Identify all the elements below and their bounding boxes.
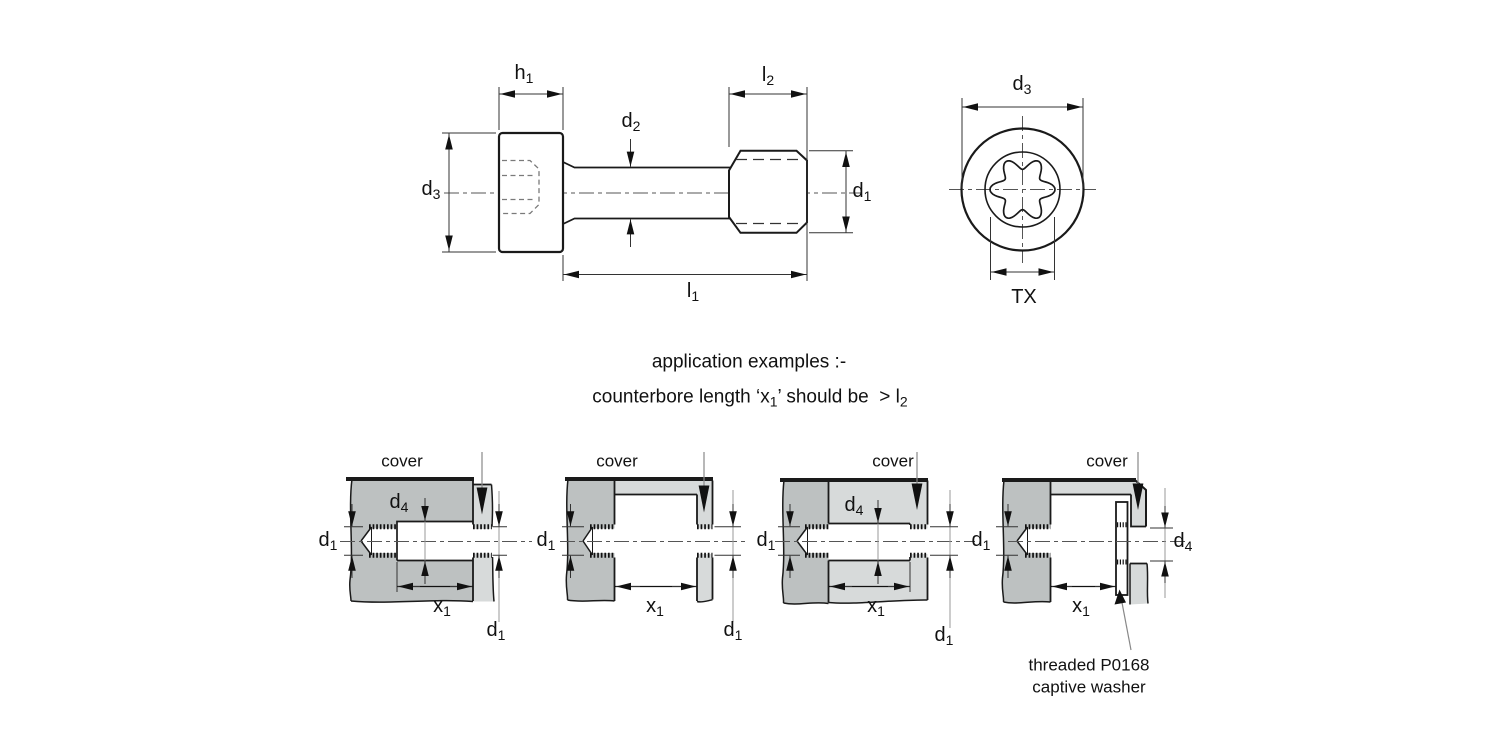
tapped-hole (590, 528, 615, 553)
example1-dimensions (344, 452, 507, 622)
tapped-hole (1025, 528, 1051, 553)
captive-washer (1115, 501, 1129, 596)
screw-side-view (442, 87, 862, 281)
application-examples-heading: application examples :- (651, 351, 847, 373)
ex4-d4-right-label: d4 (1173, 530, 1193, 554)
application-example-2 (560, 452, 747, 622)
cover-plate (614, 480, 713, 495)
cover-leg-lower (1130, 563, 1148, 605)
application-example-4 (996, 452, 1188, 651)
thread-serrations (1025, 524, 1051, 558)
application-example-1 (340, 452, 532, 622)
screw-head (497, 131, 565, 254)
h1-dimension-label: h1 (514, 62, 534, 86)
torx-socket-outline (989, 159, 1056, 220)
head-outline-circle (960, 127, 1085, 252)
ex1-d1-left-label: d1 (318, 529, 338, 553)
ex1-d4-label: d4 (389, 491, 409, 515)
tx-socket-label: TX (1011, 286, 1037, 308)
side-dimensions (442, 87, 853, 281)
hidden-socket-lines (502, 159, 540, 215)
cover-plate (1050, 480, 1146, 527)
cover-leader-arrow (698, 485, 710, 513)
washer-caption-line2: captive washer (1032, 677, 1146, 697)
ex2-cover-label: cover (596, 451, 638, 471)
d1-dimension-label: d1 (852, 180, 872, 204)
example2-outlines (565, 477, 714, 603)
ex2-d1-left-label: d1 (536, 529, 556, 553)
screw-shank (562, 161, 731, 225)
tapped-hole (805, 528, 829, 553)
thread-root-lines (736, 158, 800, 225)
thread-serrations (590, 524, 713, 558)
washer-leader-arrow (1114, 589, 1126, 605)
l1-dimension-label: l1 (686, 280, 700, 304)
example3-outlines (780, 478, 929, 605)
thread-serrations (805, 524, 928, 558)
ex1-cover-label: cover (381, 451, 423, 471)
cover-leader-arrow (1132, 483, 1144, 510)
application-example-3 (775, 452, 975, 628)
end-view-d3-label: d3 (1012, 73, 1032, 97)
drill-cone (361, 526, 372, 556)
end-view-dimensions (961, 98, 1084, 280)
counterbore-note: counterbore length ‘x1’ should be > l2 (592, 386, 908, 410)
d3-dimension-label: d3 (421, 178, 441, 202)
ex4-cover-label: cover (1086, 451, 1128, 471)
example2-dimensions (562, 452, 741, 622)
ex3-d1-left-label: d1 (756, 529, 776, 553)
washer-caption-line1: threaded P0168 (1028, 655, 1150, 675)
ex2-d1-bottom-label: d1 (723, 619, 743, 643)
cover-leader-arrow (911, 483, 923, 510)
l2-dimension-label: l2 (761, 64, 775, 88)
ex4-d1-left-label: d1 (971, 529, 991, 553)
ex3-d1-bottom-label: d1 (934, 624, 954, 648)
d2-dimension-label: d2 (621, 110, 641, 134)
example4-dimensions (996, 452, 1173, 651)
ex3-d4-label: d4 (844, 494, 864, 518)
ex3-cover-label: cover (872, 451, 914, 471)
ex2-x1-label: x1 (646, 595, 664, 619)
washer-leader-line (1120, 599, 1132, 651)
cover-leader-arrow (476, 487, 488, 515)
ex1-d1-bottom-label: d1 (486, 619, 506, 643)
ex1-x1-label: x1 (433, 595, 451, 619)
socket-counterbore-circle (984, 151, 1061, 228)
thread-serrations (369, 524, 492, 558)
example3-dimensions (778, 452, 958, 628)
ex4-x1-label: x1 (1072, 595, 1090, 619)
threaded-end (728, 149, 808, 234)
tapped-hole (369, 528, 397, 553)
ex3-x1-label: x1 (867, 595, 885, 619)
screw-end-view (949, 98, 1096, 280)
